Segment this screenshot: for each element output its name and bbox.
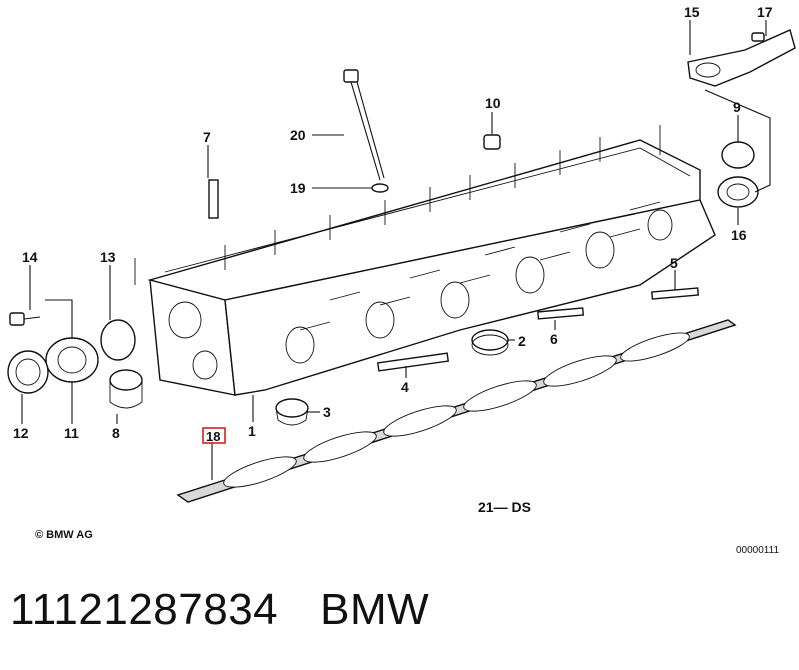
callout-20: 20 [290, 127, 306, 143]
part-16-gasket [717, 176, 759, 208]
callout-4: 4 [401, 379, 409, 395]
part-14-bolt [9, 312, 41, 326]
part-17-bolt [751, 32, 765, 42]
callout-5: 5 [670, 255, 678, 271]
part-number-caption: 11121287834 BMW [10, 585, 429, 635]
callout-11: 11 [64, 425, 79, 441]
callout-1: 1 [248, 423, 256, 439]
part-12-seal [7, 350, 49, 394]
part-19-washer [371, 183, 389, 193]
callout-14: 14 [22, 249, 38, 265]
head-gasket [176, 319, 737, 503]
callout-18: 18 [206, 429, 220, 444]
part-15-housing [687, 29, 796, 87]
callout-16: 16 [731, 227, 747, 243]
callout-9: 9 [733, 99, 741, 115]
leader-lines [21, 20, 771, 480]
callout-7: 7 [203, 129, 211, 145]
part-11-flange [45, 337, 99, 383]
callout-3: 3 [323, 404, 331, 420]
callout-15: 15 [684, 4, 700, 20]
part-10-nut [483, 134, 501, 150]
callout-17: 17 [757, 4, 773, 20]
part-20-bolt [343, 69, 385, 181]
part-4-stud [376, 352, 450, 372]
part-7-stud [208, 179, 219, 219]
copyright-label: © BMW AG [35, 529, 93, 541]
part-5-stud [651, 287, 700, 300]
part-2-ring [471, 329, 509, 356]
part-3-ring [275, 398, 309, 426]
document-number: 00000111 [736, 545, 779, 556]
callout-8: 8 [112, 425, 120, 441]
callout-12: 12 [13, 425, 29, 441]
callout-2: 2 [518, 333, 526, 349]
callout-6: 6 [550, 331, 558, 347]
brand-name: BMW [320, 585, 430, 634]
callout-10: 10 [485, 95, 501, 111]
part-6-stud [537, 307, 585, 320]
cylinder-head [134, 125, 716, 396]
part-13-oring [100, 319, 136, 361]
part-number: 11121287834 [10, 585, 279, 634]
callout-19: 19 [290, 180, 306, 196]
part-8-sleeve [109, 369, 143, 409]
callout-21: 21— DS [478, 499, 531, 515]
part-9-cap [721, 141, 755, 169]
callout-18-highlighted: 18 [202, 427, 226, 444]
callout-13: 13 [100, 249, 116, 265]
